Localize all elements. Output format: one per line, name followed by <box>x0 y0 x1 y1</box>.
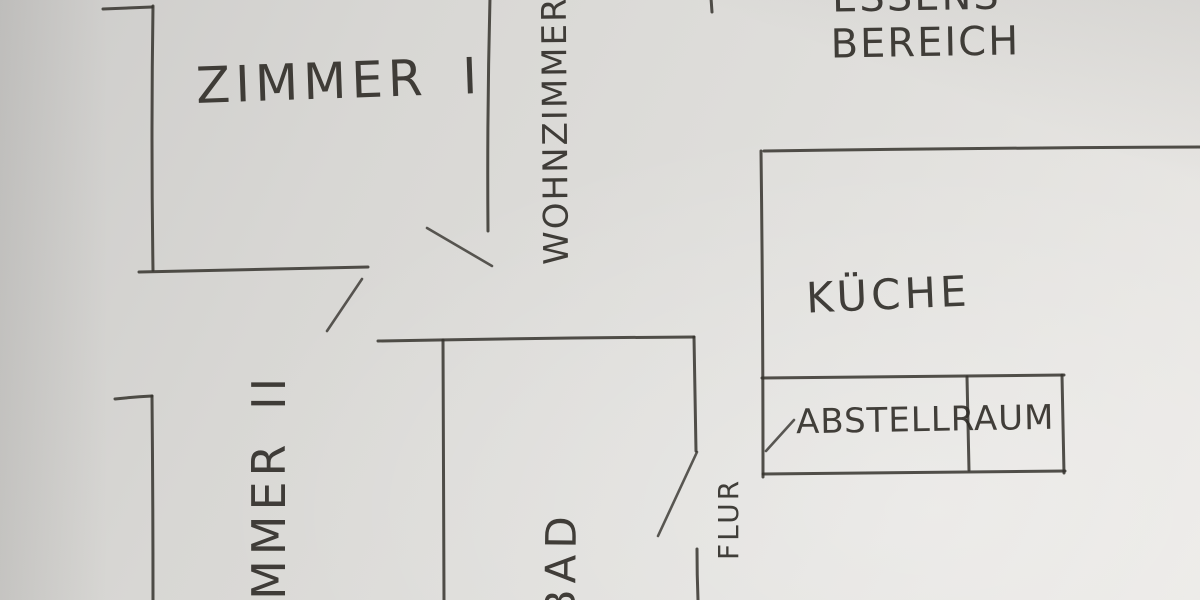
wall-zimmer2-left <box>150 394 155 600</box>
wall-wohnzimmer-left <box>486 0 492 233</box>
room-label-zimmer2: ZIMMER II <box>242 372 296 600</box>
wall-abstellraum-divider <box>965 375 971 472</box>
wall-abstellraum-bottom <box>761 469 1067 476</box>
door-leaf-zimmer1 <box>325 277 364 333</box>
wall-bad-top <box>376 335 696 343</box>
room-label-abstellraum: ABSTELLRAUM <box>795 397 1055 443</box>
room-label-essensbereich-line2: BEREICH <box>830 18 1021 68</box>
wall-bad-right-upper <box>692 335 698 453</box>
wall-zimmer1-top-stub <box>101 5 154 11</box>
door-leaf-bad <box>656 450 699 538</box>
wall-kueche-left <box>759 149 765 479</box>
wall-kueche-top <box>762 145 1200 153</box>
wall-abstellraum-top <box>760 373 1066 380</box>
room-label-essensbereich: ESSENS- BEREICH <box>821 0 1029 68</box>
wall-abstellraum-right <box>1060 373 1066 475</box>
door-leaf-wohnzimmer <box>425 226 494 268</box>
wall-zimmer1-bottom <box>137 265 370 274</box>
room-label-kueche: KÜCHE <box>805 266 972 323</box>
room-label-wohnzimmer: WOHNZIMMER <box>534 0 577 265</box>
room-label-zimmer1: ZIMMER I <box>195 47 484 115</box>
room-label-flur: FLUR <box>712 477 745 560</box>
wall-zimmer2-top-stub <box>113 394 154 401</box>
wall-bad-right-lower <box>695 547 700 600</box>
room-label-bad: BAD <box>536 510 586 600</box>
wall-bad-left <box>441 338 446 600</box>
door-leaf-abstellraum <box>764 418 796 453</box>
wall-zimmer1-left <box>150 4 155 272</box>
wall-top-stub <box>709 0 714 14</box>
